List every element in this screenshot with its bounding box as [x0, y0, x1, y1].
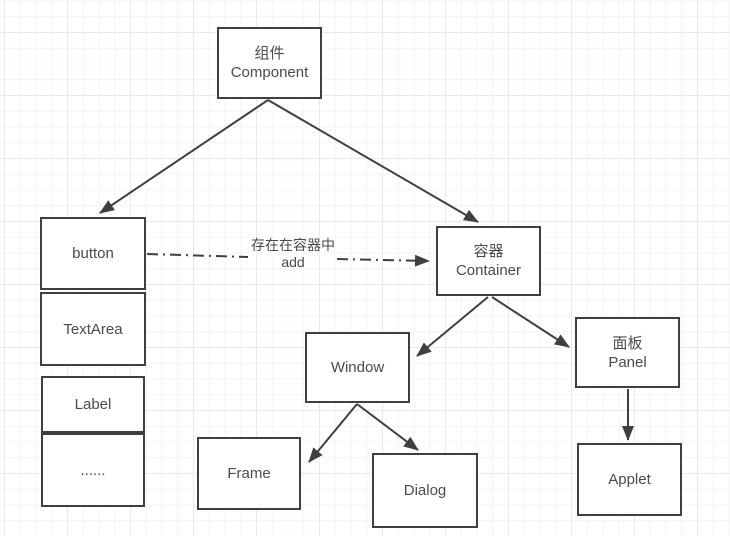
node-textarea-label: TextArea [63, 320, 123, 338]
node-frame-label: Frame [227, 465, 271, 482]
node-container-label-cn: 容器 [473, 243, 504, 260]
node-ellipsis[interactable]: ...... [41, 433, 145, 507]
node-panel-label-cn: 面板 [612, 334, 643, 352]
edge-component-button[interactable] [99, 99, 269, 214]
node-component-label-en: Component [230, 64, 309, 81]
edge-window-frame[interactable] [308, 403, 358, 463]
edge-container-window[interactable] [416, 296, 489, 357]
node-button-label: button [72, 245, 114, 262]
node-component[interactable]: 组件 Component [217, 27, 322, 99]
edge-label-line2: add [281, 254, 305, 270]
edge-container-panel[interactable] [491, 296, 570, 348]
edge-button-container-dash[interactable] [336, 254, 430, 267]
node-dialog-label: Dialog [403, 482, 447, 499]
node-component-label-cn: 组件 [254, 45, 285, 62]
node-button[interactable]: button [40, 217, 146, 290]
node-frame[interactable]: Frame [197, 437, 301, 510]
node-applet[interactable]: Applet [577, 443, 682, 516]
edge-label-add[interactable]: 存在在容器中 add [237, 237, 349, 271]
node-window-label: Window [330, 359, 385, 376]
node-panel[interactable]: 面板 Panel [575, 317, 680, 388]
node-container-label-en: Container [455, 262, 522, 279]
edge-label-line1: 存在在容器中 [251, 237, 335, 253]
edge-window-dialog[interactable] [356, 403, 419, 451]
node-textarea[interactable]: TextArea [40, 292, 146, 366]
node-applet-label: Applet [608, 471, 651, 488]
node-window[interactable]: Window [305, 332, 410, 403]
node-panel-label-en: Panel [608, 353, 647, 371]
node-dialog[interactable]: Dialog [372, 453, 478, 528]
edge-component-container[interactable] [267, 99, 479, 223]
edge-button-container-dash[interactable] [146, 253, 249, 258]
node-label[interactable]: Label [41, 376, 145, 433]
node-ellipsis-label: ...... [80, 461, 106, 479]
node-container[interactable]: 容器 Container [436, 226, 541, 296]
node-label-label: Label [74, 396, 112, 413]
